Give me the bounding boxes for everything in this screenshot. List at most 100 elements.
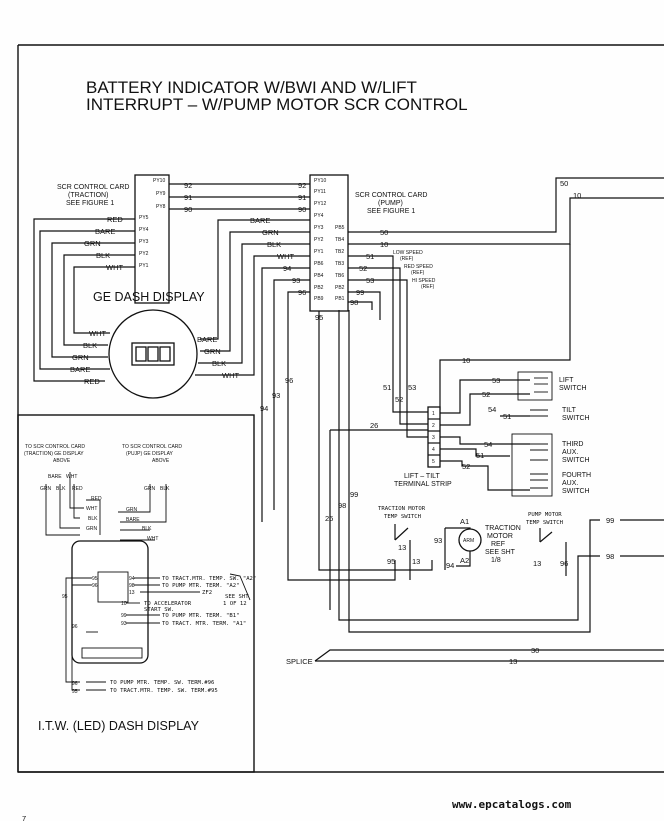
lift-tilt-terminal-strip: 1 2 3 4 5 LIFT – TILT TERMINAL STRIP — [394, 406, 452, 488]
diagram-label: RED — [72, 486, 83, 492]
diagram-label: 53 — [492, 376, 500, 385]
traction-pin-py8: PY8 — [156, 204, 166, 210]
diagram-label: PY11 — [314, 189, 326, 195]
diagram-label: (REF) — [411, 270, 425, 276]
ge-r-grn: GRN — [204, 347, 221, 356]
diagram-label: 51 — [383, 383, 391, 392]
diagram-label: 96 — [298, 288, 306, 297]
diagram-label: 50 — [560, 179, 568, 188]
ge-dash-display-label: GE DASH DISPLAY — [93, 290, 205, 304]
diagram-label: 95 — [92, 576, 98, 582]
diagram-label: 52 — [359, 264, 367, 273]
diagram-label: 94 — [446, 561, 454, 570]
diagram-label: SEE SHT — [225, 594, 249, 600]
page-number: 7 — [22, 814, 26, 821]
pump-card-label-1: SCR CONTROL CARD — [355, 192, 427, 199]
pump-wire-bare: BARE — [250, 216, 270, 225]
diagram-label: 93 — [434, 536, 442, 545]
diagram-label: TO TRACT.MTR. TEMP. SW. TERM.#95 — [110, 688, 218, 694]
diagram-label: 96 — [285, 376, 293, 385]
diagram-label: LOW SPEED — [393, 250, 423, 256]
pump-95-wire — [318, 311, 433, 571]
diagram-label: ABOVE — [53, 458, 71, 464]
diagram-label: 54 — [484, 440, 492, 449]
diagram-label: 96 — [560, 559, 568, 568]
diagram-label: TEMP SWITCH — [384, 514, 421, 520]
diagram-label: WHT — [86, 506, 97, 512]
diagram-label: TO TRACT. MTR. TERM. "A1" — [162, 621, 246, 627]
diagram-label: TRACTION MOTOR — [378, 506, 426, 512]
diagram-label: GRN — [126, 507, 138, 513]
diagram-label: PB5 — [335, 225, 345, 231]
ge-in-wht: WHT — [89, 329, 106, 338]
wire-label-90a: 90 — [184, 205, 192, 214]
speed-wires: LOW SPEED (REF) RED SPEED (REF) HI SPEED… — [348, 250, 436, 438]
diagram-label: REF — [491, 541, 505, 548]
diagram-label: MOTOR — [487, 533, 513, 540]
diagram-label: BARE — [48, 474, 62, 480]
diagram-label: BARE — [126, 517, 140, 523]
diagram-label: A1 — [460, 517, 469, 526]
pump-to-ge-wires: BARE GRN BLK WHT BARE GRN BLK WHT — [195, 216, 310, 380]
pump-99-98-wires: 99 98 99 98 99 98 — [338, 288, 664, 633]
ge-in-red: RED — [84, 377, 100, 386]
diagram-label: 10 — [380, 240, 388, 249]
diagram-label: PUMP MOTOR — [528, 512, 562, 518]
diagram-label: PY3 — [314, 225, 324, 231]
diagram-label: 50 — [380, 228, 388, 237]
diagram-label: 1/8 — [491, 557, 501, 564]
diagram-label: BLK — [56, 486, 66, 492]
diagram-label: TO PUMP MTR. TERM. "B1" — [162, 613, 239, 619]
splice-wires: SPLICE 30 13 — [286, 646, 664, 666]
diagram-label: 13 — [129, 590, 135, 596]
ge-r-wht: WHT — [222, 371, 239, 380]
diagram-label: 1 — [432, 411, 435, 417]
diagram-label: PB4 — [314, 273, 324, 279]
traction-pin-py9: PY9 — [156, 191, 166, 197]
diagram-label: 51 — [503, 412, 511, 421]
pump-right-wires-50-10: 50 10 50 10 10 — [348, 177, 664, 410]
wire-label-red: RED — [107, 215, 123, 224]
diagram-label: PB2 — [335, 285, 345, 291]
led-dash-display-panel: TO SCR CONTROL CARD (TRACTION) GE DISPLA… — [17, 414, 256, 773]
diagram-label: TO ACCELERATOR — [144, 601, 192, 607]
diagram-label: TO TRACT.MTR. TEMP. SW. "A2" — [162, 576, 256, 582]
diagram-label: 3 — [432, 435, 435, 441]
pump-motor-temp-switch: PUMP MOTOR TEMP SWITCH 13 96 — [526, 512, 568, 576]
traction-pin-py2: PY2 — [139, 251, 149, 257]
diagram-label: HI SPEED — [412, 278, 436, 284]
diagram-label: SEE SHT — [485, 549, 516, 556]
diagram-label: 99 — [350, 490, 358, 499]
diagram-label: PB2 — [314, 285, 324, 291]
diagram-label: 51 — [366, 252, 374, 261]
diagram-label: SWITCH — [562, 488, 590, 495]
diagram-label: (REF) — [400, 256, 414, 262]
diagram-label: TB6 — [335, 273, 344, 279]
pump-left-down-wires: 94 93 96 96 93 94 — [260, 264, 396, 581]
diagram-label: 4 — [432, 447, 435, 453]
diagram-label: LIFT — [559, 377, 574, 384]
wire-label-92a: 92 — [184, 181, 192, 190]
led-panel-title: I.T.W. (LED) DASH DISPLAY — [38, 719, 200, 733]
traction-motor-armature: ARM A1 A2 TRACTION MOTOR REF SEE SHT 1/8… — [434, 517, 521, 570]
diagram-label: 95 — [387, 557, 395, 566]
diagram-label: 2 — [432, 423, 435, 429]
traction-pin-py5: PY5 — [139, 215, 149, 221]
traction-pin-py4: PY4 — [139, 227, 149, 233]
pump-wire-wht: WHT — [277, 252, 294, 261]
diagram-label: 13 — [509, 657, 517, 666]
diagram-label: (PUJP) GE DISPLAY — [126, 451, 174, 457]
pump-scr-card: SCR CONTROL CARD (PUMP) SEE FIGURE 1 PY1… — [309, 174, 427, 322]
diagram-label: PY1 — [314, 249, 324, 255]
diagram-label: 99 — [606, 516, 614, 525]
diagram-label: GRN — [86, 526, 98, 532]
traction-pin-py3: PY3 — [139, 239, 149, 245]
traction-card-label-1: SCR CONTROL CARD — [57, 184, 129, 191]
diagram-label: PY10 — [314, 178, 326, 184]
diagram-label: 53 — [408, 383, 416, 392]
wire-label-91a: 91 — [184, 193, 192, 202]
diagram-label: 26 — [325, 514, 333, 523]
diagram-label: (TRACTION) GE DISPLAY — [24, 451, 84, 457]
diagram-label: TILT — [562, 407, 577, 414]
